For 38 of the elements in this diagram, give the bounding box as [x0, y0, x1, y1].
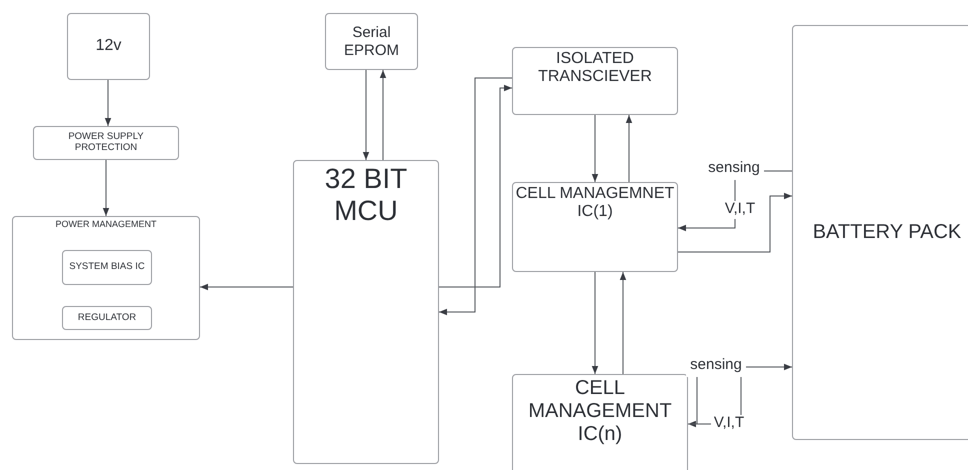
arrow [678, 218, 736, 232]
component-box [512, 47, 678, 115]
box-label: POWER SUPPLY PROTECTION [67, 132, 145, 154]
arrow [678, 192, 792, 252]
arrow [362, 70, 370, 160]
arrow [626, 114, 632, 182]
connector-line [740, 376, 742, 416]
arrow [746, 364, 792, 370]
arrow [102, 160, 110, 216]
component-box [325, 13, 418, 70]
component-box [512, 182, 678, 272]
box-label: POWER MANAGEMENT [55, 219, 156, 230]
connector-line [764, 170, 792, 172]
arrow [104, 80, 112, 126]
arrow [688, 376, 698, 428]
component-box [62, 306, 152, 330]
box-label: CELL MANAGEMENT IC(n) [527, 377, 673, 446]
component-box [33, 126, 179, 160]
arrow [592, 114, 598, 182]
box-label: BATTERY PACK [812, 221, 962, 244]
arrow [380, 70, 386, 160]
box-label: ISOLATED TRANSCIEVER [537, 50, 653, 87]
arrow [620, 272, 626, 374]
arrow [200, 284, 294, 290]
box-label: 32 BIT MCU [324, 163, 408, 228]
component-box [12, 216, 200, 340]
component-box [67, 13, 150, 80]
box-label: Serial EPROM [342, 24, 400, 59]
box-label: REGULATOR [78, 312, 136, 324]
connector-line [734, 180, 736, 202]
component-box [293, 160, 439, 464]
component-box [62, 250, 152, 285]
arrow [592, 272, 598, 374]
box-label: SYSTEM BIAS IC [69, 262, 145, 273]
box-label: 12v [96, 37, 122, 56]
component-box [512, 374, 688, 470]
box-label: CELL MANAGEMNET IC(1) [515, 185, 675, 222]
component-box [792, 25, 968, 440]
